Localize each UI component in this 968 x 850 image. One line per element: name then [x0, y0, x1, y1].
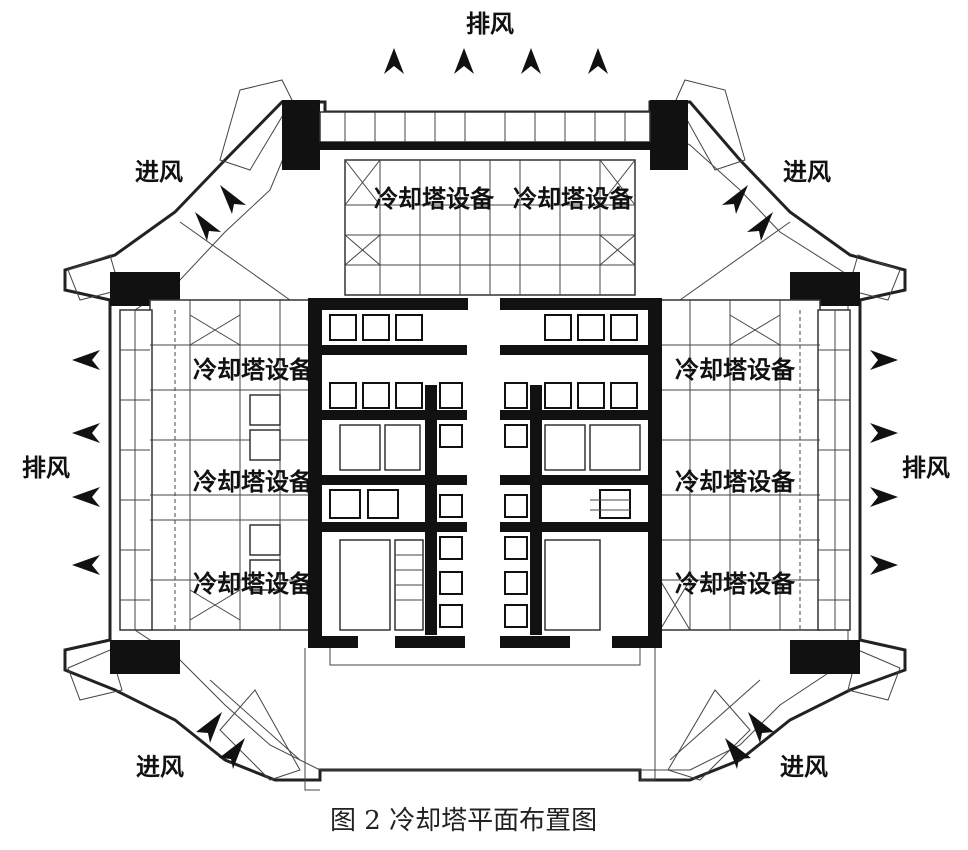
right-equipment-zone: [659, 299, 851, 631]
airflow-arrows: [72, 48, 898, 769]
equipment-label-right-2: 冷却塔设备: [675, 468, 796, 496]
left-arrow-icon: [72, 555, 100, 575]
exhaust-label-right: 排风: [902, 454, 950, 482]
equipment-label-top-left: 冷却塔设备: [374, 185, 495, 213]
right-arrow-icon: [870, 350, 898, 370]
right-arrow-icon: [870, 423, 898, 443]
equipment-labels: 冷却塔设备 冷却塔设备 冷却塔设备 冷却塔设备 冷却塔设备 冷却塔设备 冷却塔设…: [193, 185, 796, 598]
top-equipment-zone: [344, 159, 636, 296]
equipment-label-left-1: 冷却塔设备: [193, 356, 314, 384]
right-arrow-icon: [870, 487, 898, 507]
intake-label-top-right: 进风: [783, 158, 831, 186]
intake-arrow-icon: [725, 738, 751, 769]
exhaust-label-top: 排风: [466, 10, 514, 38]
left-equipment-zone: [119, 299, 311, 631]
intake-label-bottom-left: 进风: [136, 753, 184, 781]
up-arrow-icon: [384, 48, 404, 74]
equipment-label-top-right: 冷却塔设备: [513, 185, 634, 213]
intake-arrow-icon: [196, 712, 222, 743]
intake-arrow-icon: [219, 738, 245, 769]
up-arrow-icon: [588, 48, 608, 74]
intake-arrow-icon: [747, 212, 773, 241]
intake-arrow-icon: [220, 185, 246, 214]
intake-arrow-icon: [722, 185, 748, 214]
exhaust-label-left: 排风: [22, 454, 70, 482]
left-arrow-icon: [72, 423, 100, 443]
right-arrow-icon: [870, 555, 898, 575]
figure-caption: 图 2 冷却塔平面布置图: [330, 806, 597, 836]
top-louvre-band: [319, 111, 651, 150]
central-core: [304, 298, 662, 791]
intake-arrow-icon: [195, 212, 221, 241]
left-arrow-icon: [72, 487, 100, 507]
equipment-label-left-3: 冷却塔设备: [193, 570, 314, 598]
intake-label-bottom-right: 进风: [780, 753, 828, 781]
equipment-label-left-2: 冷却塔设备: [193, 468, 314, 496]
up-arrow-icon: [521, 48, 541, 74]
equipment-label-right-3: 冷却塔设备: [675, 570, 796, 598]
equipment-label-right-1: 冷却塔设备: [675, 356, 796, 384]
intake-arrow-icon: [748, 712, 774, 743]
left-arrow-icon: [72, 350, 100, 370]
up-arrow-icon: [454, 48, 474, 74]
airflow-labels: 排风 排风 排风 进风 进风 进风 进风: [22, 10, 950, 781]
intake-label-top-left: 进风: [135, 158, 183, 186]
